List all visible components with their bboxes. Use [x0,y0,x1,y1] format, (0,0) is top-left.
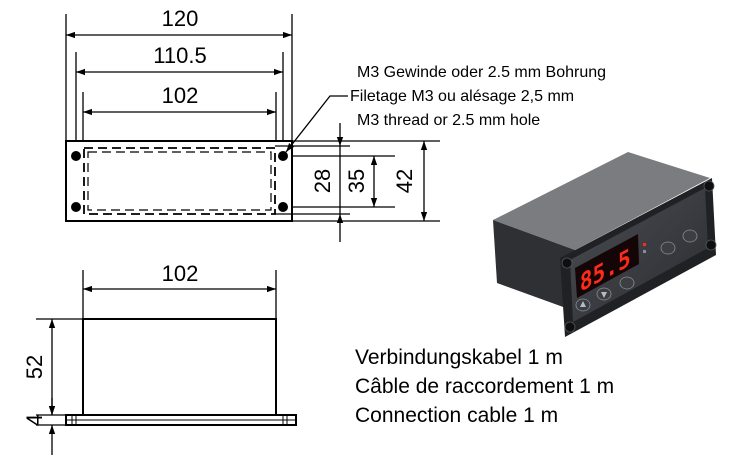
dim-28: 28 [310,169,335,193]
dim-4: 4 [22,414,47,426]
hole-leader [285,95,348,153]
housing-body [82,318,277,416]
hole-note-fr: Filetage M3 ou alésage 2,5 mm [350,88,574,105]
product-illustration: 85.5 [493,152,717,337]
cable-note-de: Verbindungskabel 1 m [355,346,563,369]
hole-note-de: M3 Gewinde oder 2.5 mm Bohrung [357,64,606,81]
dim-110-5: 110.5 [153,43,206,68]
dim-42: 42 [392,169,417,193]
cable-note-en: Connection cable 1 m [355,404,558,427]
front-plate [65,140,293,222]
dim-102-front: 102 [162,83,199,108]
device-button [575,229,698,312]
front-view [65,14,440,242]
dim-52: 52 [22,355,47,379]
cable-note-fr: Câble de raccordement 1 m [355,375,614,398]
dim-35: 35 [344,169,369,193]
side-view [36,270,297,455]
cutout-outline [83,147,276,215]
mounting-hole [71,151,288,212]
dim-120: 120 [162,6,199,31]
dim-102-side: 102 [162,261,199,286]
hole-note-en: M3 thread or 2.5 mm hole [357,112,540,129]
display-window [575,234,639,298]
